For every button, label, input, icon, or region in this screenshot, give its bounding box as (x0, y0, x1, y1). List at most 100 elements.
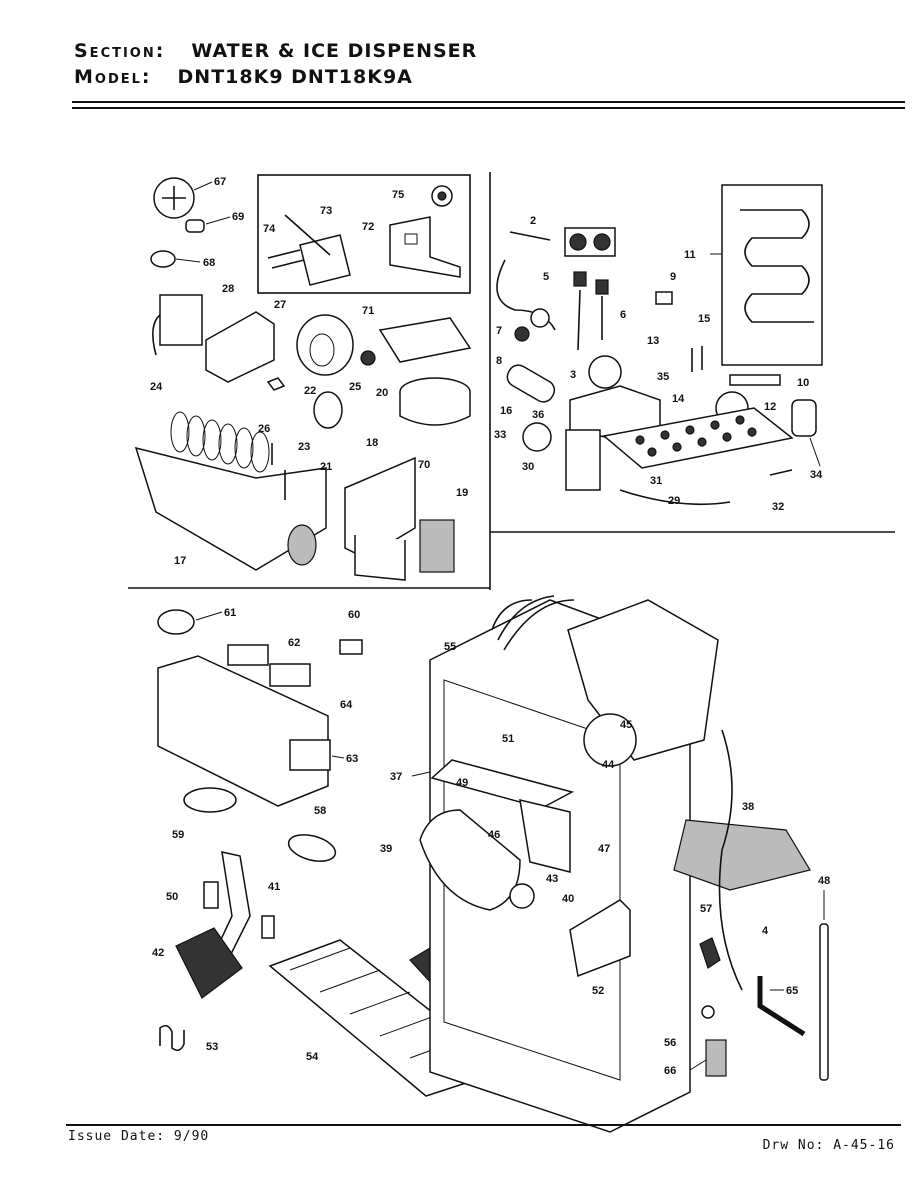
callout-14: 14 (672, 393, 685, 405)
part-auger-24 (170, 411, 270, 473)
drawing-number: Drw No: A-45-16 (762, 1138, 895, 1153)
callout-34: 34 (810, 469, 823, 481)
callout-42a: 42 (152, 947, 164, 959)
callout-15: 15 (698, 313, 710, 325)
callout-58: 58 (314, 805, 326, 817)
callout-2: 2 (530, 215, 536, 227)
callout-50a: 50 (166, 891, 178, 903)
callout-10: 10 (797, 377, 809, 389)
callout-57: 57 (700, 903, 712, 915)
part-clip-50a (203, 881, 219, 909)
part-bucket-17 (134, 446, 327, 571)
callout-45: 45 (620, 719, 632, 731)
part-clip-50b (261, 915, 275, 939)
part-motor-33 (522, 422, 552, 452)
callout-61: 61 (224, 607, 236, 619)
callout-75: 75 (392, 189, 404, 201)
callout-40: 40 (562, 893, 574, 905)
top-left-parts (134, 177, 472, 581)
callout-56: 56 (664, 1037, 676, 1049)
part-arm-31 (619, 489, 731, 506)
callout-68: 68 (203, 257, 215, 269)
callout-9: 9 (670, 271, 676, 283)
callout-52: 52 (592, 985, 604, 997)
callout-30: 30 (522, 461, 534, 473)
part-harness-55 (491, 595, 575, 651)
callout-70: 70 (418, 459, 430, 471)
callout-20: 20 (376, 387, 388, 399)
callout-11: 11 (684, 249, 696, 261)
part-cover-39 (419, 809, 521, 911)
callout-43: 43 (546, 873, 558, 885)
header-rule-bottom (72, 107, 905, 109)
model-value: DNT18K9 DNT18K9A (177, 66, 413, 88)
part-plate-10 (729, 374, 781, 386)
callout-47: 47 (598, 843, 610, 855)
callout-7: 7 (496, 325, 502, 337)
part-gasket-71 (378, 317, 472, 363)
callout-23: 23 (298, 441, 310, 453)
callout-60: 60 (348, 609, 360, 621)
callout-74: 74 (263, 223, 276, 235)
callout-18: 18 (366, 437, 378, 449)
part-fitting-57 (699, 937, 721, 969)
callout-32: 32 (772, 501, 784, 513)
callout-24: 24 (150, 381, 163, 393)
part-spring-53 (159, 1024, 185, 1052)
callout-4: 4 (762, 925, 769, 937)
callout-72: 72 (362, 221, 374, 233)
callout-3: 3 (570, 369, 576, 381)
part-nut-20 (360, 350, 376, 366)
callout-22: 22 (304, 385, 316, 397)
callout-51: 51 (502, 733, 514, 745)
callout-69: 69 (232, 211, 244, 223)
panel-dividers (128, 172, 895, 590)
callout-49: 49 (456, 777, 468, 789)
part-pad-19 (419, 519, 455, 573)
model-title: Model:DNT18K9 DNT18K9A (74, 66, 413, 88)
callout-65: 65 (786, 985, 798, 997)
callout-62: 62 (288, 637, 300, 649)
part-switch-60 (339, 639, 363, 655)
callout-66: 66 (664, 1065, 676, 1077)
top-right-parts (496, 184, 823, 506)
section-label: Section: (74, 40, 166, 62)
leader-lines (175, 181, 825, 1071)
part-clip-26 (266, 377, 286, 391)
callout-19: 19 (456, 487, 468, 499)
callout-54: 54 (306, 1051, 319, 1063)
part-fitting-6 (595, 279, 609, 295)
part-sensor-34 (791, 399, 817, 437)
callout-28: 28 (222, 283, 234, 295)
callout-12: 12 (764, 401, 776, 413)
callout-46: 46 (488, 829, 500, 841)
part-tube-4 (718, 729, 743, 991)
part-bracket-27 (205, 311, 275, 383)
inset-box (257, 174, 471, 294)
part-clip-9 (655, 291, 673, 305)
callout-6: 6 (620, 309, 626, 321)
callout-59: 59 (172, 829, 184, 841)
callout-41: 41 (268, 881, 280, 893)
section-title: Section: WATER & ICE DISPENSER (74, 40, 477, 62)
callout-53: 53 (206, 1041, 218, 1053)
callout-38: 38 (742, 801, 754, 813)
part-bracket-52 (569, 899, 631, 978)
callout-39: 39 (380, 843, 392, 855)
section-value: WATER & ICE DISPENSER (191, 40, 478, 62)
part-lever-73 (299, 234, 351, 286)
callout-8: 8 (496, 355, 502, 367)
part-connector-66 (705, 1039, 727, 1077)
callout-13: 13 (647, 335, 659, 347)
part-bulb-58 (287, 834, 337, 862)
callout-44: 44 (602, 759, 615, 771)
bottom-parts (157, 595, 829, 1133)
part-cap-35 (588, 355, 622, 389)
issue-date: Issue Date: 9/90 (68, 1129, 210, 1144)
callout-25: 25 (349, 381, 361, 393)
callout-33: 33 (494, 429, 506, 441)
part-bracket-64 (157, 655, 329, 807)
part-clamp-56 (701, 1005, 715, 1019)
callout-21: 21 (320, 461, 332, 473)
callout-5: 5 (543, 271, 549, 283)
